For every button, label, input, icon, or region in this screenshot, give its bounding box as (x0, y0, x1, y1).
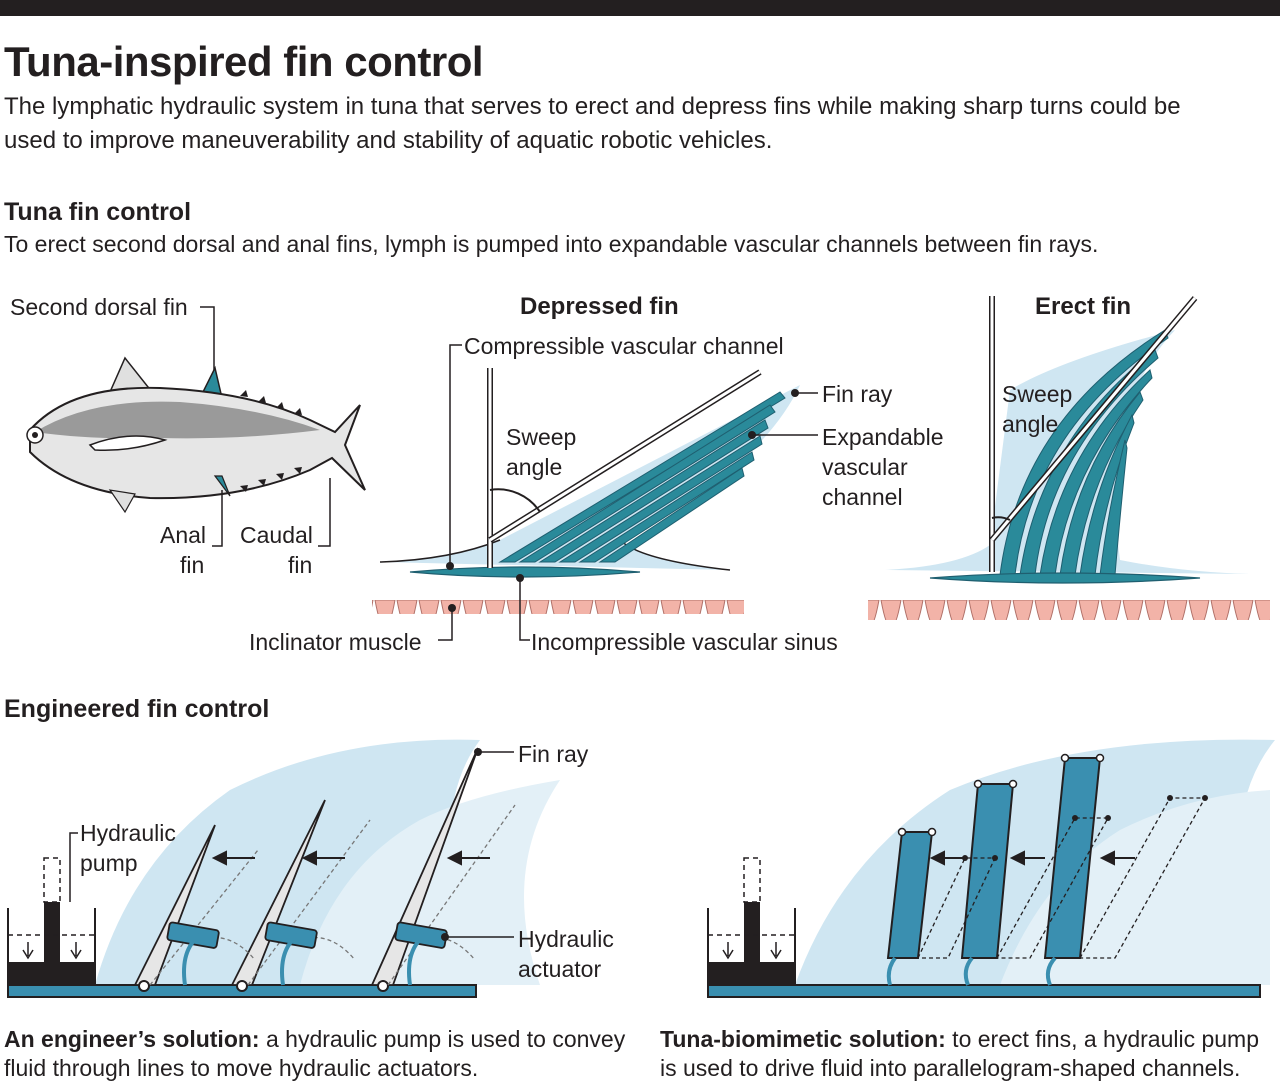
label-anal-fin-2: fin (180, 552, 205, 578)
caption-engineer-line2: fluid through lines to move hydraulic ac… (4, 1055, 479, 1081)
leader-anal (212, 490, 223, 547)
tuna-section-heading: Tuna fin control (4, 198, 192, 226)
page-subtitle: The lymphatic hydraulic system in tuna t… (4, 93, 1181, 154)
top-rule (0, 0, 1280, 16)
fish-back (35, 401, 320, 439)
depressed-fin-drawing (372, 344, 818, 641)
engineer-solution-drawing (7, 739, 560, 998)
label-sweep-erect-2: angle (1002, 411, 1059, 437)
label-hydraulic-actuator-2: actuator (518, 956, 602, 982)
vascular-sinus-erect (929, 572, 1201, 584)
tuna-section-description: To erect second dorsal and anal fins, ly… (4, 231, 1099, 257)
leader-caudal (318, 478, 331, 547)
caption-biomimetic-line1: Tuna-biomimetic solution: to erect fins,… (660, 1024, 1259, 1054)
label-sweep-depressed-1: Sweep (506, 424, 577, 450)
label-caudal-fin-1: Caudal (240, 522, 313, 548)
engineer-pump-piston (44, 902, 60, 962)
caption-biomimetic-line2: is used to drive fluid into parallelogra… (660, 1055, 1241, 1081)
label-fin-ray-tuna: Fin ray (822, 381, 893, 407)
erect-fin-drawing (868, 296, 1270, 620)
label-sweep-erect-1: Sweep (1002, 381, 1073, 407)
pectoral-fin (88, 435, 168, 452)
label-inclinator-muscle: Inclinator muscle (249, 629, 422, 655)
label-sweep-depressed-2: angle (506, 454, 563, 480)
page-title: Tuna-inspired fin control (4, 38, 484, 85)
biomimetic-solution-drawing (707, 739, 1275, 998)
pelvic-fin (108, 489, 136, 514)
caption-biomimetic-bold: Tuna-biomimetic solution: (660, 1026, 946, 1052)
vascular-sinus-depressed (409, 566, 641, 578)
sweep-angle-arc-depressed (489, 488, 541, 513)
label-expandable-2: vascular (822, 454, 908, 480)
label-vascular-sinus: Incompressible vascular sinus (531, 629, 838, 655)
label-erect-fin-title: Erect fin (1035, 293, 1132, 320)
label-depressed-fin-title: Depressed fin (520, 293, 679, 320)
label-expandable-1: Expandable (822, 424, 944, 450)
caption-engineer-line1: An engineer’s solution: a hydraulic pump… (4, 1024, 625, 1054)
label-caudal-fin-2: fin (288, 552, 313, 578)
inclinator-muscle-depressed (372, 578, 744, 614)
label-hydraulic-actuator-1: Hydraulic (518, 926, 614, 952)
caption-biomimetic-rest: to erect fins, a hydraulic pump (945, 1026, 1260, 1052)
label-anal-fin-1: Anal (160, 522, 207, 548)
caption-engineer-bold: An engineer’s solution: (4, 1026, 260, 1052)
sweep-angle-arc-erect (991, 516, 1011, 521)
biomimetic-pump-piston (744, 902, 760, 962)
engineered-section-heading: Engineered fin control (4, 695, 270, 723)
leader-second-dorsal (200, 306, 215, 370)
label-fin-ray-engineered: Fin ray (518, 741, 589, 767)
label-hydraulic-pump-2: pump (80, 850, 138, 876)
anal-fin-highlight (213, 475, 231, 497)
biomimetic-fluid-line (707, 984, 1261, 998)
label-compressible-channel: Compressible vascular channel (464, 333, 784, 359)
label-hydraulic-pump-1: Hydraulic (80, 820, 176, 846)
label-second-dorsal-fin: Second dorsal fin (10, 294, 188, 320)
inclinator-muscle-erect (868, 584, 1270, 620)
caption-engineer-rest: a hydraulic pump is used to convey (259, 1026, 626, 1052)
label-expandable-3: channel (822, 484, 903, 510)
tuna-fish-drawing (26, 306, 366, 547)
